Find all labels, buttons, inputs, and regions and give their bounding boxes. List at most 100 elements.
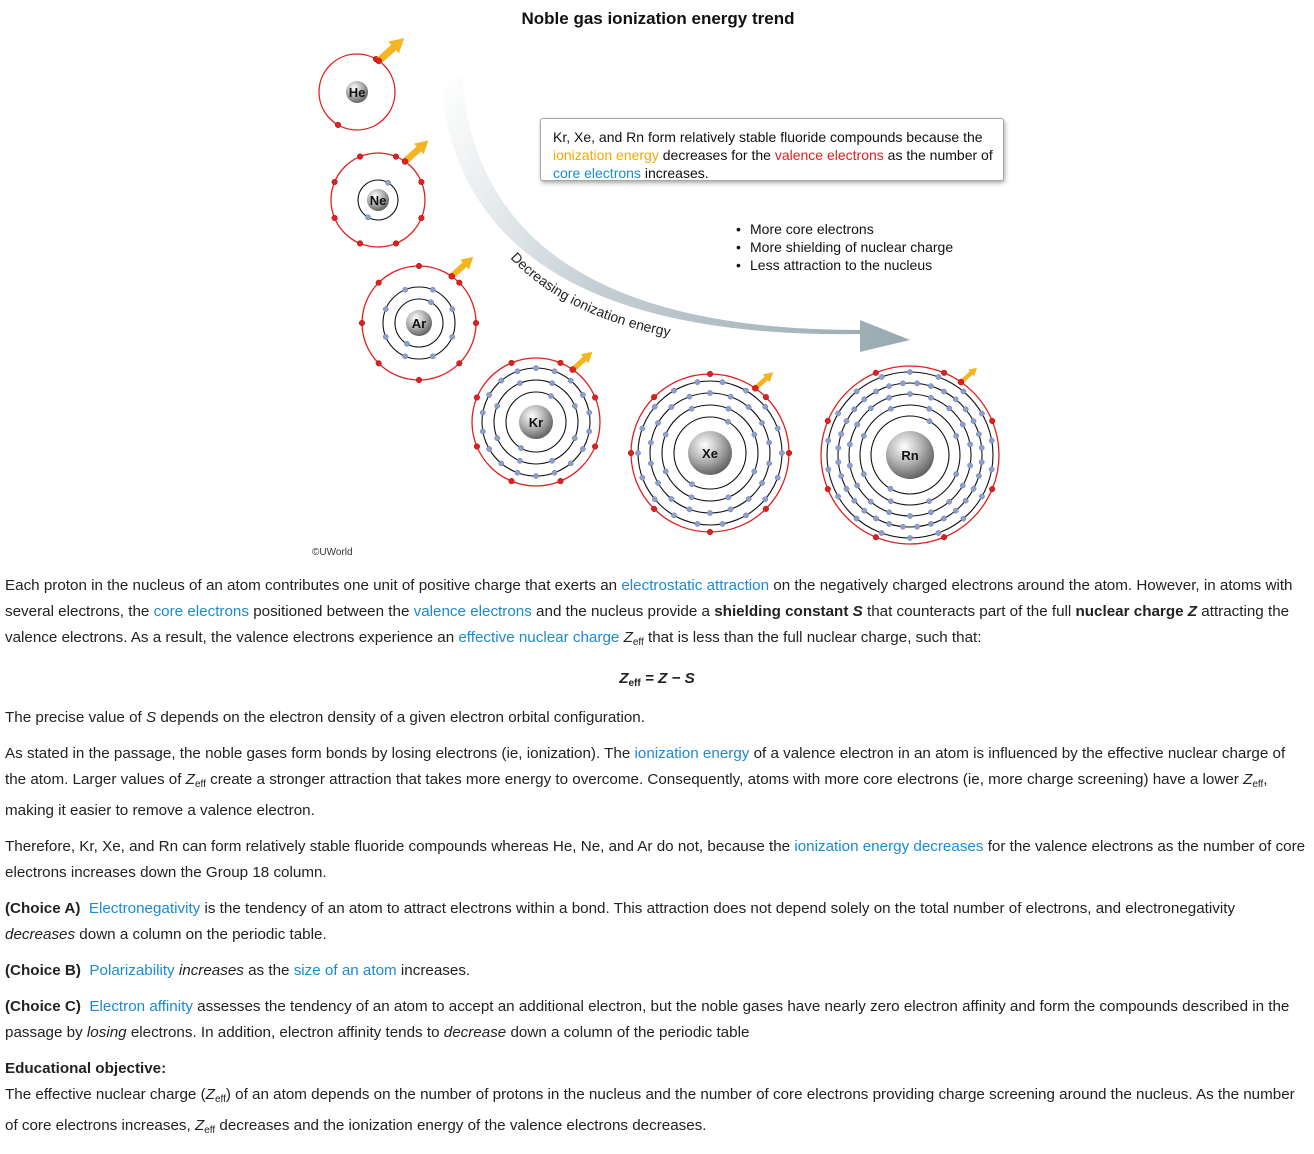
term-nuclear-charge: nuclear charge Z: [1076, 603, 1198, 620]
link-core-electrons[interactable]: core electrons: [153, 603, 249, 620]
core-electron: [494, 403, 501, 409]
core-electron: [959, 421, 966, 428]
text: nuclear charge: [1075, 603, 1188, 620]
core-electron: [926, 418, 933, 425]
core-electron: [579, 392, 586, 398]
core-electron: [479, 409, 486, 416]
core-electron: [648, 460, 654, 467]
core-electron: [907, 391, 913, 397]
subscript: eff: [628, 678, 641, 689]
core-electron: [941, 388, 947, 395]
core-electron: [926, 405, 932, 412]
emphasis: decreases: [5, 926, 76, 943]
callout-text: as the number of: [883, 147, 993, 163]
core-electron: [851, 497, 858, 504]
valence-electron: [473, 443, 480, 450]
symbol-zeff: Zeff: [186, 771, 206, 790]
choice-c-explanation: (Choice C) Electron affinity assesses th…: [5, 994, 1309, 1046]
core-electron: [671, 512, 677, 519]
core-electron: [886, 521, 892, 527]
valence-electron: [557, 359, 564, 366]
valence-electron: [651, 505, 658, 512]
core-electron: [479, 428, 486, 435]
nucleus: [367, 189, 389, 211]
core-electron: [719, 379, 726, 385]
callout-core-electrons: core electrons: [553, 165, 641, 181]
core-electron: [861, 507, 868, 514]
link-valence-electrons[interactable]: valence electrons: [413, 603, 532, 620]
text: for the valence electrons as the number …: [5, 838, 1306, 881]
valence-electron: [331, 178, 338, 186]
valence-electron: [592, 394, 599, 401]
core-electron: [725, 405, 732, 412]
core-electron: [779, 450, 785, 456]
core-electron: [727, 393, 734, 400]
link-polarizability[interactable]: Polarizability: [89, 962, 175, 979]
core-electron: [888, 405, 894, 412]
element-symbol: He: [349, 85, 366, 100]
zeff-formula: Zeff = Z − S: [5, 666, 1309, 697]
core-electron: [886, 383, 892, 389]
choice-label: (Choice C): [5, 998, 81, 1015]
valence-electron: [508, 478, 515, 485]
paragraph-conclusion: Therefore, Kr, Xe, and Rn can form relat…: [5, 834, 1309, 886]
element-symbol: Ar: [412, 316, 426, 331]
core-electron: [979, 410, 985, 417]
valence-electron: [785, 449, 793, 457]
core-electron: [978, 445, 985, 451]
core-electron: [860, 471, 867, 477]
core-electron: [847, 441, 853, 448]
valence-electron: [418, 214, 425, 222]
valence-shell: [820, 365, 1000, 545]
core-electron: [952, 507, 959, 514]
core-electron: [853, 515, 860, 522]
ionized-electron: [957, 378, 965, 386]
valence-electron: [392, 153, 400, 160]
core-electron: [533, 473, 539, 479]
core-electron: [725, 494, 732, 501]
core-electron: [762, 496, 769, 503]
valence-electron: [989, 486, 996, 493]
core-electron: [843, 486, 850, 492]
core-electron: [970, 418, 977, 424]
core-electron: [694, 521, 701, 527]
core-electron: [549, 380, 555, 387]
link-electron-affinity[interactable]: Electron affinity: [89, 998, 193, 1015]
symbol-s: S: [852, 603, 863, 620]
element-symbol: Rn: [901, 448, 918, 463]
ionized-electron: [375, 57, 383, 65]
core-electron: [978, 459, 985, 465]
valence-electron: [356, 240, 364, 247]
subscript: eff: [214, 1094, 226, 1105]
link-ionization-energy[interactable]: ionization energy: [634, 745, 750, 762]
link-electrostatic-attraction[interactable]: electrostatic attraction: [621, 577, 770, 594]
link-ionization-energy-decreases[interactable]: ionization energy decreases: [794, 838, 984, 855]
core-electron: [935, 530, 942, 536]
core-electron: [970, 486, 977, 492]
core-electron: [766, 439, 772, 446]
ionization-arrow-icon: [376, 38, 405, 64]
valence-electron: [375, 279, 382, 286]
core-electron: [486, 446, 493, 452]
core-electron: [928, 521, 934, 527]
text: down a column of the periodic table: [506, 1024, 750, 1041]
text: is the tendency of an atom to attract el…: [200, 900, 1236, 917]
core-electron: [727, 506, 734, 513]
core-electron: [960, 388, 967, 395]
core-electron: [635, 450, 641, 456]
link-effective-nuclear-charge[interactable]: effective nuclear charge: [458, 629, 620, 646]
text: assesses the tendency of an atom to acce…: [5, 998, 1290, 1041]
text: Z: [205, 1086, 215, 1103]
nucleus: [346, 81, 368, 103]
core-electron: [835, 459, 842, 465]
valence-electron: [473, 394, 480, 401]
core-electron: [382, 333, 389, 340]
link-electronegativity[interactable]: Electronegativity: [88, 900, 201, 917]
core-electron: [941, 515, 947, 522]
link-size-of-an-atom[interactable]: size of an atom: [293, 962, 397, 979]
core-electron: [946, 498, 953, 505]
core-electron: [404, 340, 410, 347]
core-electron: [847, 462, 853, 469]
core-electron: [579, 446, 586, 452]
bullet-item: More core electrons: [736, 220, 953, 238]
